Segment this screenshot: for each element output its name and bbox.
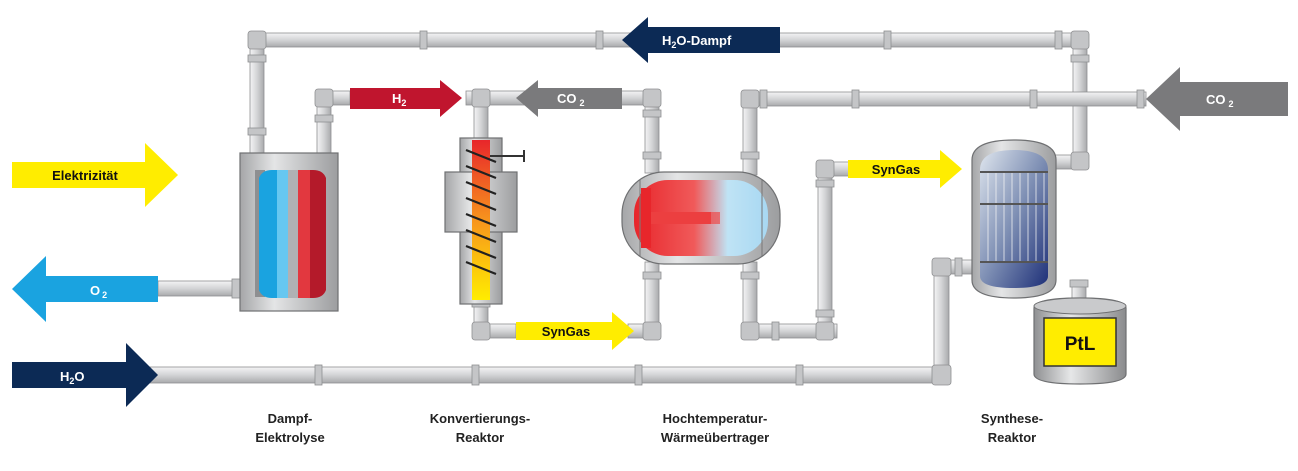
arrow-h2o: H2O [12, 343, 158, 407]
arrow-syngas-top: SynGas [848, 150, 962, 188]
arrow-h2o-dampf-label: H2O-Dampf [662, 33, 732, 50]
arrow-syngas-bottom-label: SynGas [542, 324, 590, 339]
arrow-h2o-label: H2O [60, 369, 85, 386]
arrow-h2o-dampf: H2O-Dampf [622, 17, 780, 63]
waermeuebertrager [621, 171, 781, 265]
arrow-syngas-top-label: SynGas [872, 162, 920, 177]
label-konvert-line1: Konvertierungs- [430, 411, 530, 426]
pipe-h2o-up [933, 261, 950, 383]
pipe-network [149, 30, 1147, 386]
label-waerme-line1: Hochtemperatur- [663, 411, 768, 426]
ptl-tank: PtL [1033, 297, 1127, 385]
synthese-reaktor [971, 139, 1057, 299]
label-konvert-line2: Reaktor [456, 430, 504, 445]
arrow-elektrizitaet-label: Elektrizität [52, 168, 118, 183]
pipe-o2-out [157, 280, 241, 297]
pipe-h2o-main [149, 366, 951, 384]
label-elektrolyse-line1: Dampf- [268, 411, 313, 426]
stage-labels: Dampf- Elektrolyse Konvertierungs- Reakt… [255, 411, 1043, 445]
pipe-hex-in-top [644, 97, 660, 174]
arrow-h2: H2 [350, 80, 462, 117]
konvertierungs-reaktor [444, 137, 525, 305]
ptl-tank-label: PtL [1065, 334, 1096, 355]
pipe-co2-feed [745, 91, 1147, 107]
arrow-elektrizitaet: Elektrizität [12, 143, 178, 207]
label-waerme-line2: Wärmeübertrager [661, 430, 769, 445]
label-synthese-line1: Synthese- [981, 411, 1043, 426]
label-elektrolyse-line2: Elektrolyse [255, 430, 324, 445]
arrow-h2-label: H2 [392, 91, 406, 108]
elektrolyse-unit [239, 152, 339, 312]
arrow-syngas-bottom: SynGas [516, 312, 634, 350]
label-synthese-line2: Reaktor [988, 430, 1036, 445]
